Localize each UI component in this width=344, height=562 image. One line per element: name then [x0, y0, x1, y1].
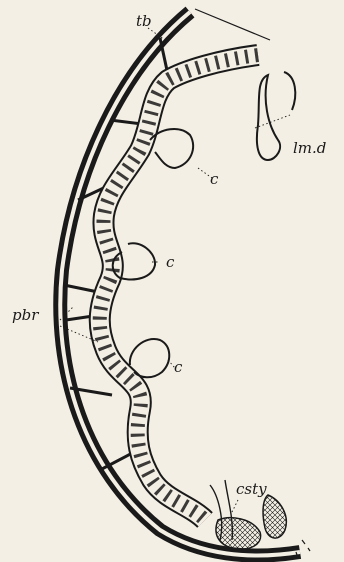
- label-tb: tb: [136, 14, 152, 29]
- label-lmd: lm.d: [293, 141, 326, 156]
- label-c-3: c: [174, 360, 182, 375]
- label-c-1: c: [210, 172, 218, 187]
- inner-tube: [100, 55, 258, 520]
- label-c-2: c: [166, 255, 174, 270]
- outer-wall: [60, 9, 300, 556]
- detached-duct: [257, 72, 295, 160]
- label-csty: csty: [236, 482, 267, 497]
- label-pbr: pbr: [12, 308, 38, 323]
